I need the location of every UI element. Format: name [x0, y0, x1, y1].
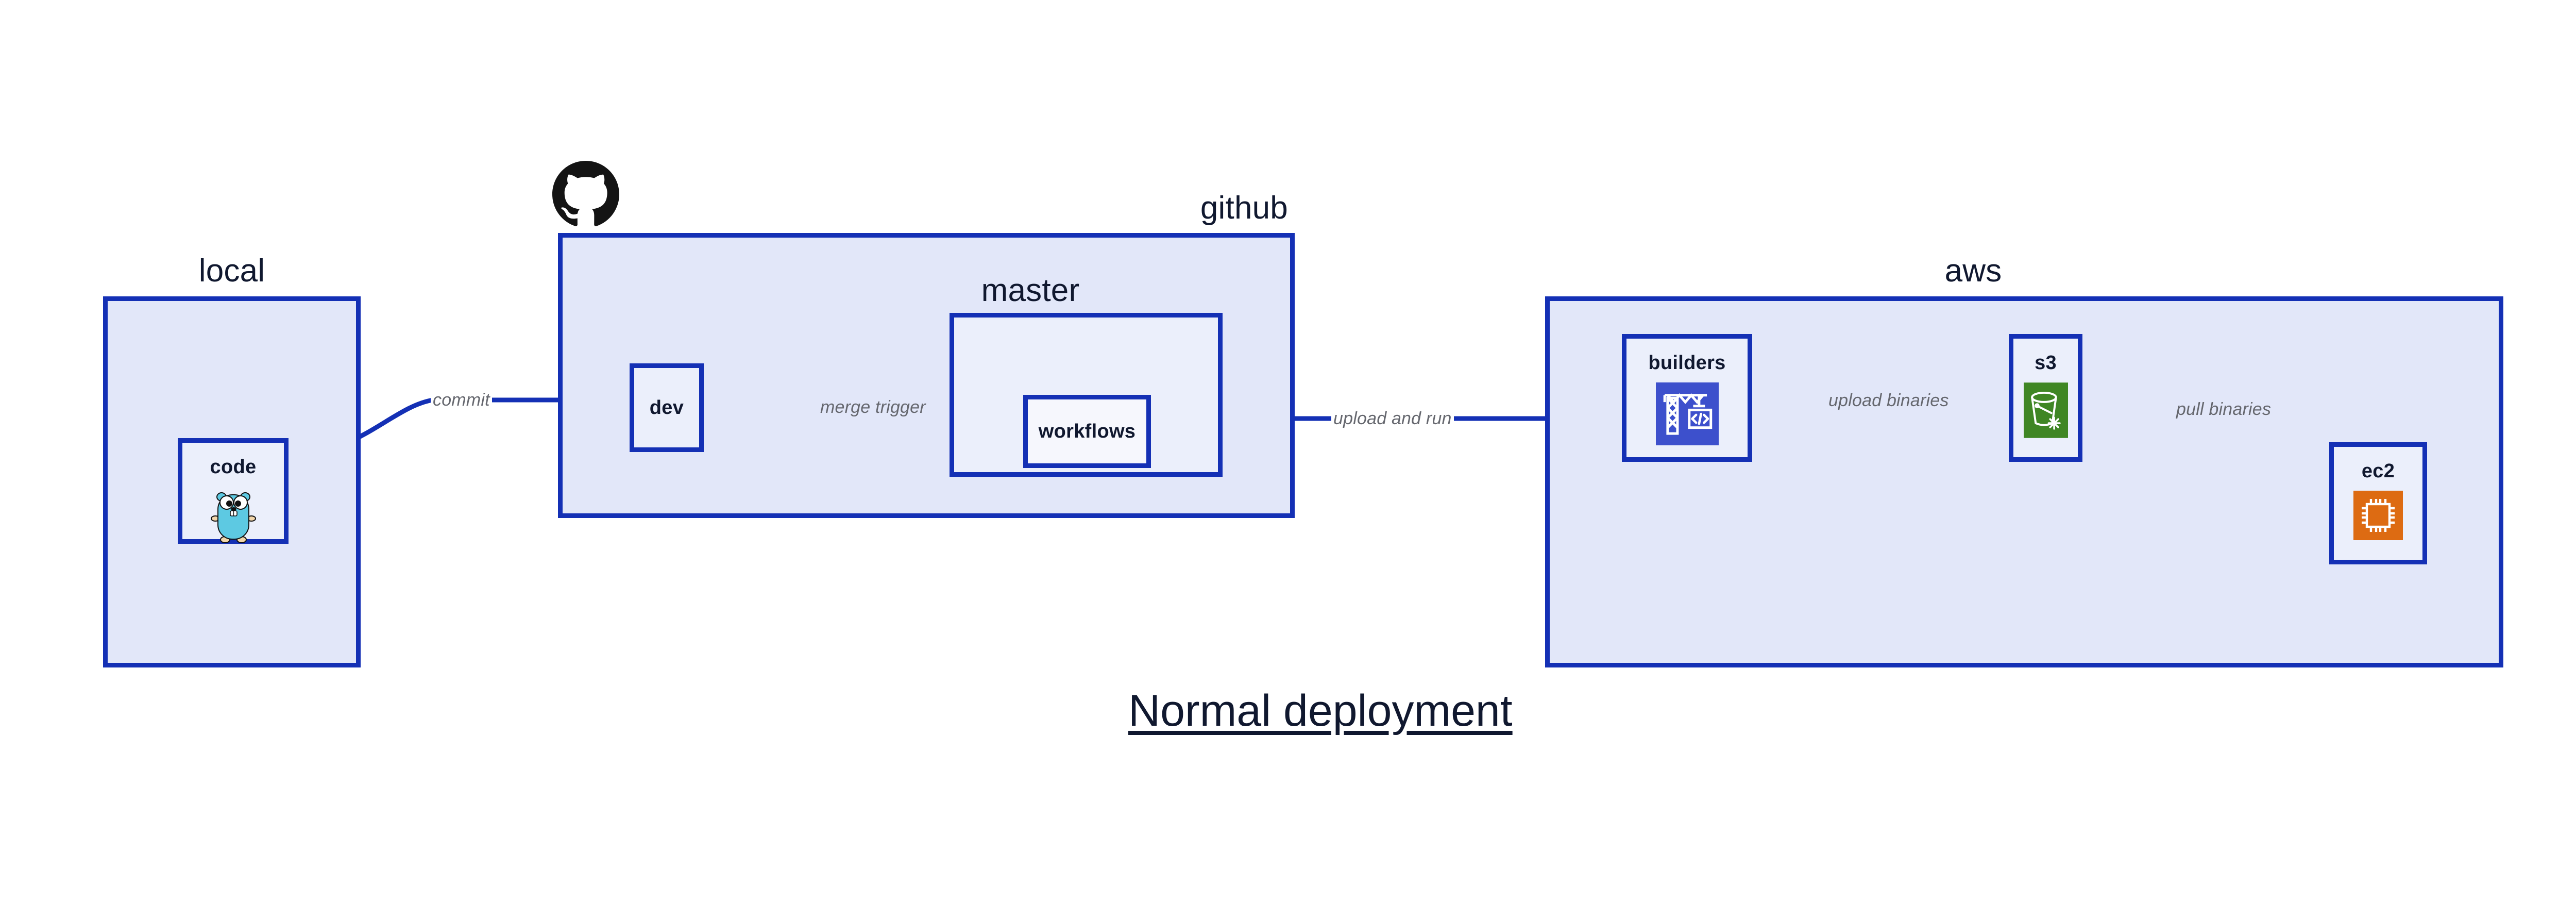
- node-label-builders: builders: [1648, 352, 1726, 374]
- go-gopher-icon: [210, 487, 256, 547]
- node-s3[interactable]: s3: [2009, 334, 2082, 462]
- aws-s3-bucket-icon: [2023, 382, 2068, 441]
- node-ec2[interactable]: ec2: [2329, 442, 2427, 564]
- node-workflows[interactable]: workflows: [1023, 395, 1151, 468]
- aws-ec2-chip-icon: [2353, 491, 2403, 543]
- node-label-s3: s3: [2035, 352, 2057, 374]
- edge-label-pull-binaries: pull binaries: [2176, 399, 2272, 419]
- container-label-aws: aws: [1944, 253, 2002, 289]
- edge-label-merge-trigger: merge trigger: [818, 397, 928, 417]
- node-label-code: code: [210, 456, 257, 478]
- aws-codebuild-icon: [1655, 382, 1719, 448]
- container-label-local: local: [198, 253, 265, 289]
- node-dev[interactable]: dev: [630, 363, 704, 452]
- edge-label-upload-binaries: upload binaries: [1826, 391, 1951, 411]
- container-label-master: master: [981, 273, 1080, 308]
- edge-label-upload-and-run: upload and run: [1331, 409, 1454, 429]
- node-builders[interactable]: builders: [1622, 334, 1752, 462]
- node-code[interactable]: code: [178, 438, 289, 544]
- github-octocat-logo: [552, 161, 619, 230]
- container-label-github: github: [1200, 190, 1288, 226]
- node-label-dev: dev: [649, 396, 684, 419]
- node-label-workflows: workflows: [1038, 420, 1136, 442]
- page-title: Normal deployment: [1128, 686, 1513, 736]
- node-label-ec2: ec2: [2361, 460, 2395, 482]
- edge-label-commit: commit: [431, 390, 492, 410]
